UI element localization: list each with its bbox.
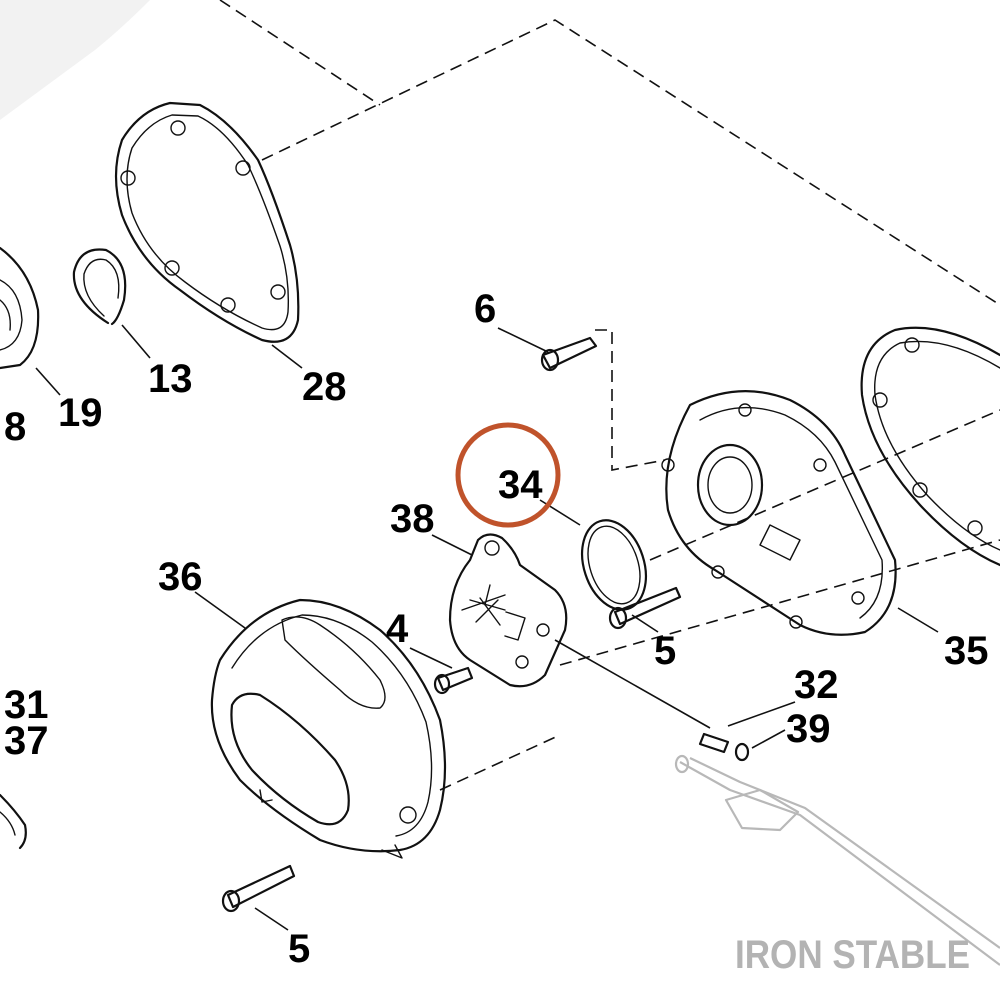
callout-39: 39 <box>786 707 831 751</box>
clutch-cable-ghost <box>674 754 1000 966</box>
callout-36: 36 <box>158 555 203 599</box>
part-34-o-ring <box>581 519 647 611</box>
part-19-left-edge-component <box>0 246 40 370</box>
background-watermark-swash <box>0 0 150 120</box>
part-6-screw <box>540 336 598 372</box>
callout-8: 8 <box>4 405 26 449</box>
watermark-text: IRON STABLE <box>735 933 970 977</box>
callout-28: 28 <box>302 365 347 409</box>
part-4-screw <box>433 666 474 695</box>
part-5-screw-lower <box>221 864 296 913</box>
part-5-screw-upper <box>608 586 682 630</box>
callout-4: 4 <box>386 607 409 651</box>
left-edge-partial-component <box>0 793 27 850</box>
callout-38: 38 <box>390 497 435 541</box>
callout-35: 35 <box>944 629 989 673</box>
assembly-dashed-lines <box>219 0 1000 791</box>
highlight-ring <box>455 422 561 528</box>
callout-6: 6 <box>474 287 496 331</box>
callout-13: 13 <box>148 357 193 401</box>
part-28-gasket <box>114 101 300 343</box>
part-36-side-cover <box>210 598 447 859</box>
callout-31: 31 <box>4 683 49 727</box>
leader-lines <box>35 324 939 931</box>
callout-32: 32 <box>794 663 839 707</box>
part-38-release-housing <box>448 533 568 688</box>
part-39-nut <box>734 742 750 762</box>
part-13-retaining-ring <box>72 248 127 326</box>
callout-labels: 6 13 19 8 28 34 38 36 4 5 35 32 39 31 37… <box>4 287 989 971</box>
callout-37: 37 <box>4 719 49 763</box>
right-edge-gasket <box>860 326 1000 567</box>
callout-19: 19 <box>58 391 103 435</box>
part-32-fitting <box>698 732 730 754</box>
callout-5-upper: 5 <box>654 629 676 673</box>
callout-5-lower: 5 <box>288 927 310 971</box>
part-35-side-cover <box>661 390 897 636</box>
callout-34: 34 <box>498 463 543 507</box>
